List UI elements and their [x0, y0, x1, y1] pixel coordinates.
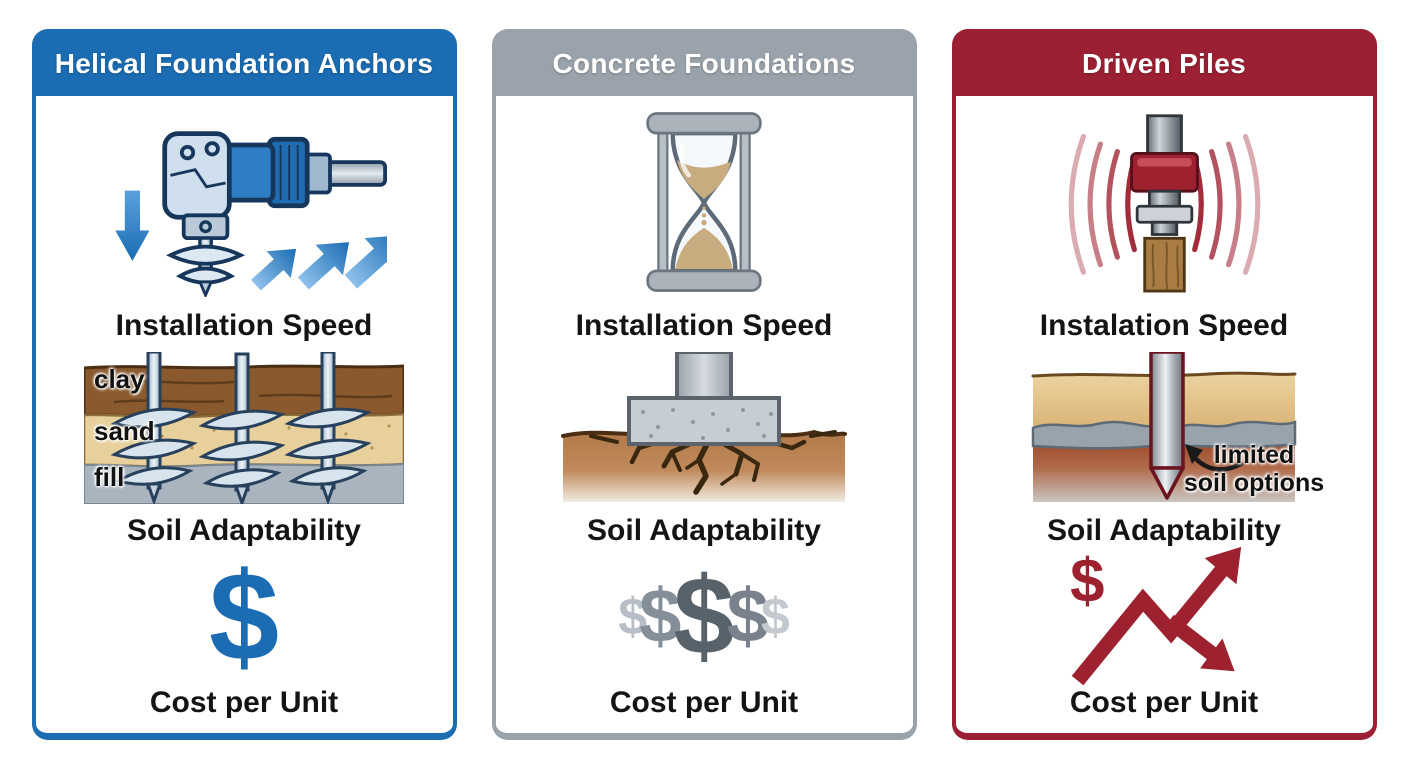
card-body-concrete: Installation Speed — [496, 96, 913, 733]
card-title-helical: Helical Foundation Anchors — [54, 48, 434, 79]
card-title-concrete: Concrete Foundations — [552, 48, 856, 79]
card-header-driven: Driven Piles — [954, 32, 1374, 96]
concrete-speed-figure — [628, 104, 780, 300]
limited-soil-options-annotation: limited soil options — [1169, 442, 1339, 497]
dollar-sign-icon: $ — [673, 554, 735, 678]
card-title-driven: Driven Piles — [1082, 48, 1246, 79]
soil-layer-label-fill: fill — [94, 462, 125, 493]
cost-label-driven: Cost per Unit — [1069, 685, 1259, 719]
pile-driver-vibration-icon — [1068, 114, 1260, 293]
driven-pile-soil-icon — [1031, 352, 1297, 503]
speed-label-driven: Instalation Speed — [1039, 309, 1289, 343]
dollar-sign-icon: $ — [208, 545, 280, 687]
dollar-sign-icon: $ — [639, 573, 682, 659]
concrete-cost-figure: $ $ $ $ $ — [618, 554, 790, 678]
angle-drill-auger-arrows-icon — [114, 131, 387, 297]
driven-soil-figure: limited soil options — [1029, 352, 1324, 504]
dollar-sign-icon: $ — [1070, 547, 1104, 616]
cost-label-helical: Cost per Unit — [149, 685, 339, 719]
annotation-line-2: soil options — [1183, 468, 1325, 497]
speed-label-helical: Installation Speed — [115, 309, 373, 343]
card-helical-foundation-anchors: Helical Foundation Anchors — [31, 29, 457, 740]
five-dollar-signs-icon: $ $ $ $ $ — [618, 554, 790, 678]
soil-layer-label-sand: sand — [94, 416, 155, 447]
dollar-sign-icon: $ — [618, 587, 648, 646]
helical-soil-figure: clay sand fill — [84, 352, 404, 505]
card-header-concrete: Concrete Foundations — [494, 32, 914, 96]
concrete-footing-cracked-soil-icon — [561, 352, 847, 503]
card-driven-piles: Driven Piles — [951, 29, 1377, 740]
hourglass-icon — [646, 112, 762, 292]
soil-label-driven: Soil Adaptability — [1047, 513, 1281, 547]
dollar-sign-icon: $ — [726, 573, 769, 659]
concrete-soil-figure — [559, 352, 849, 504]
cost-label-concrete: Cost per Unit — [609, 685, 799, 719]
helical-speed-figure — [102, 104, 387, 300]
soil-layers-augers-icon — [84, 352, 404, 505]
dollar-sign-icon: $ — [760, 587, 790, 646]
card-header-helical: Helical Foundation Anchors — [34, 32, 454, 96]
dollar-fluctuating-arrows-icon: $ — [1070, 546, 1241, 686]
soil-label-concrete: Soil Adaptability — [587, 513, 821, 547]
card-body-driven: Instalation Speed — [956, 96, 1373, 733]
driven-speed-figure — [1042, 104, 1287, 300]
card-concrete-foundations: Concrete Foundations — [491, 29, 917, 740]
helical-cost-figure: $ — [208, 545, 280, 687]
annotation-line-1: limited — [1213, 441, 1295, 470]
speed-label-concrete: Installation Speed — [575, 309, 833, 343]
driven-cost-figure: $ — [1057, 546, 1272, 686]
card-body-helical: Installation Speed — [36, 96, 453, 733]
soil-label-helical: Soil Adaptability — [127, 513, 361, 547]
soil-layer-label-clay: clay — [94, 364, 145, 395]
